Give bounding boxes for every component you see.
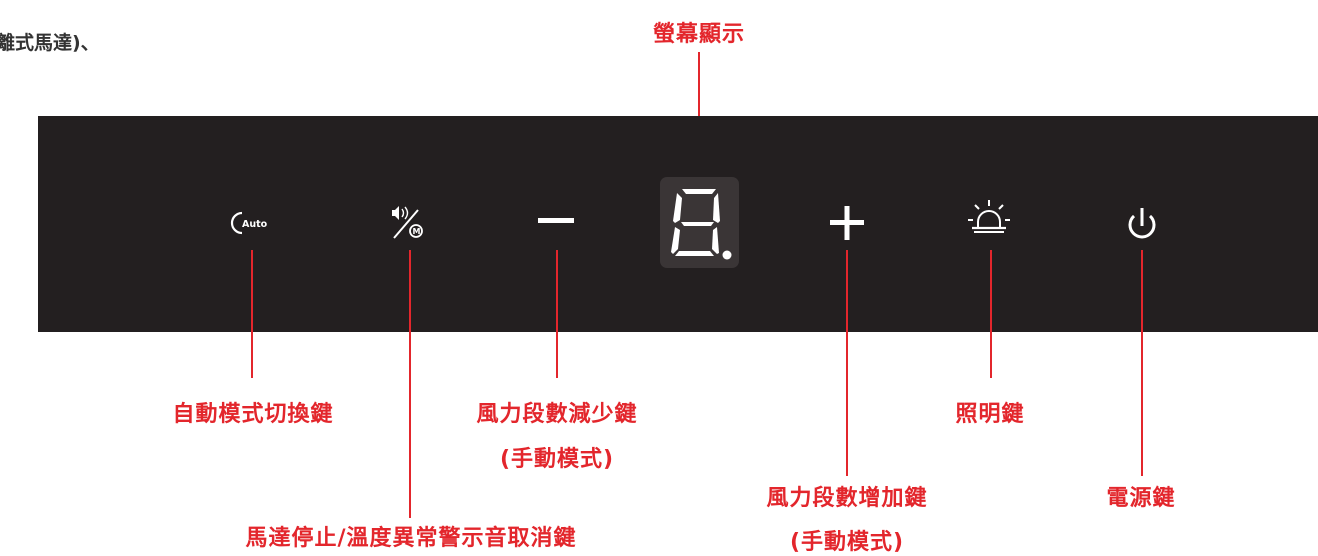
leader-power bbox=[1141, 250, 1143, 476]
power-icon[interactable] bbox=[1124, 204, 1160, 244]
svg-text:M: M bbox=[413, 227, 421, 236]
leader-auto-mode bbox=[251, 250, 253, 378]
callout-fan-decrease: 風力段數減少鍵 bbox=[476, 402, 638, 427]
callout-motor-stop: 馬達停止/溫度異常警示音取消鍵 bbox=[245, 526, 577, 551]
auto-mode-icon[interactable]: Auto bbox=[226, 205, 276, 241]
callout-screen-display: 螢幕顯示 bbox=[652, 22, 746, 47]
callout-fan-increase: 風力段數增加鍵 bbox=[766, 486, 928, 511]
leader-motor-stop bbox=[409, 250, 411, 518]
minus-icon[interactable] bbox=[536, 208, 576, 232]
callout-power: 電源鍵 bbox=[1106, 486, 1176, 511]
leader-light bbox=[990, 250, 992, 378]
leader-fan-decrease bbox=[556, 250, 558, 378]
callout-fan-increase-mode: (手動模式) bbox=[789, 530, 905, 555]
leader-fan-increase bbox=[846, 250, 848, 476]
callout-fan-decrease-mode: (手動模式) bbox=[499, 447, 615, 472]
mute-motor-icon[interactable]: M bbox=[388, 202, 432, 242]
callout-light: 照明鍵 bbox=[955, 402, 1025, 427]
seven-segment-display-icon bbox=[671, 189, 732, 260]
callout-auto-mode: 自動模式切換鍵 bbox=[172, 402, 334, 427]
seven-segment-display bbox=[660, 177, 739, 268]
auto-label: Auto bbox=[242, 219, 268, 230]
partial-heading-text: 離式馬達)、 bbox=[0, 32, 100, 54]
plus-icon[interactable] bbox=[828, 204, 866, 242]
light-icon[interactable] bbox=[966, 198, 1012, 238]
leader-screen-display bbox=[698, 52, 700, 164]
